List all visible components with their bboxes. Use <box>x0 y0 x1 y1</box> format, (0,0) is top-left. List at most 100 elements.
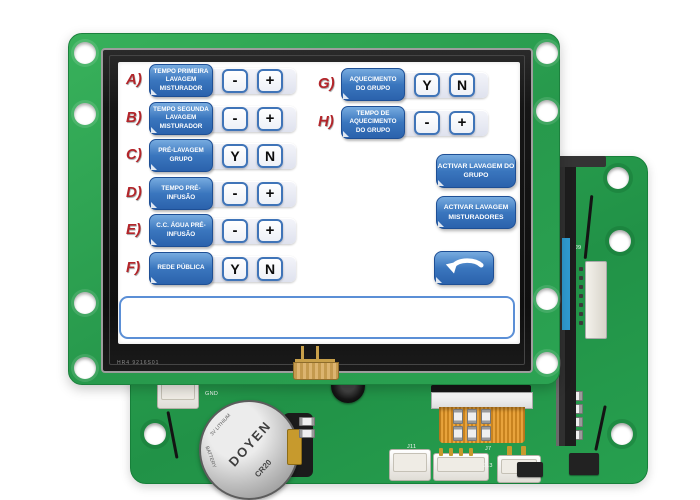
param-row-a: A) TEMPO PRIMEIRA LAVAGEM MISTURADOR - + <box>126 64 312 98</box>
smd-resistor <box>299 417 315 426</box>
front-pcb: HR4 9216S01 A) TEMPO PRIMEIRA LAVAGEM MI… <box>68 33 560 385</box>
header-pin <box>579 285 583 289</box>
param-row-h: H) TEMPO DE AQUECIMENTO DO GRUPO - + <box>318 106 504 140</box>
test-wire <box>594 405 607 451</box>
jst-connector-j7 <box>433 453 489 481</box>
param-label-chip: C.C. ÁGUA PRÉ-INFUSÃO <box>149 214 213 247</box>
smd-resistor <box>453 426 463 441</box>
plus-button[interactable]: + <box>449 111 475 135</box>
param-row-c: C) PRÉ-LAVAGEM GRUPO Y N <box>126 139 312 173</box>
row-letter: G) <box>318 75 335 92</box>
minus-button[interactable]: - <box>222 107 248 131</box>
plus-button[interactable]: + <box>257 107 283 131</box>
module-edge-backlight <box>562 238 570 330</box>
plus-button[interactable]: + <box>257 182 283 206</box>
connector-pin <box>459 448 463 456</box>
message-display-box <box>119 296 515 339</box>
mounting-hole <box>536 100 558 122</box>
mounting-hole <box>609 230 631 252</box>
row-letter: F) <box>126 259 141 276</box>
connector-pin <box>439 448 443 456</box>
back-button[interactable] <box>434 251 494 285</box>
smd-resistor <box>481 409 491 424</box>
yes-button[interactable]: Y <box>222 257 248 281</box>
bezel-code: HR4 9216S01 <box>117 360 160 366</box>
silkscreen-label-j7: J7 <box>485 446 492 452</box>
minus-button[interactable]: - <box>222 182 248 206</box>
minus-button[interactable]: - <box>222 69 248 93</box>
smd-ic <box>517 462 543 477</box>
param-label-chip: TEMPO SEGUNDA LAVAGEM MISTURADOR <box>149 102 213 135</box>
param-row-b: B) TEMPO SEGUNDA LAVAGEM MISTURADOR - + <box>126 102 312 136</box>
header-pin <box>579 312 583 316</box>
jst-connector-j11 <box>389 449 431 481</box>
silkscreen-gnd: GND <box>205 391 219 397</box>
param-row-d: D) TEMPO PRÉ-INFUSÃO - + <box>126 177 312 211</box>
mounting-hole <box>536 288 558 310</box>
mounting-hole <box>607 167 629 189</box>
battery-spec: 3V LITHIUM <box>209 412 233 438</box>
param-label-chip: TEMPO PRIMEIRA LAVAGEM MISTURADOR <box>149 64 213 97</box>
connector-pin <box>449 448 453 456</box>
lcd-display: A) TEMPO PRIMEIRA LAVAGEM MISTURADOR - +… <box>118 62 520 344</box>
yes-button[interactable]: Y <box>414 73 440 97</box>
connector-slot <box>437 457 485 472</box>
mounting-hole <box>74 42 96 64</box>
test-wire <box>583 195 593 259</box>
param-row-e: E) C.C. ÁGUA PRÉ-INFUSÃO - + <box>126 214 312 248</box>
smd-ic <box>569 453 599 475</box>
param-row-f: F) REDE PÚBLICA Y N <box>126 252 312 286</box>
param-label-chip: PRÉ-LAVAGEM GRUPO <box>149 139 213 172</box>
header-pin <box>579 321 583 325</box>
smd-resistor <box>467 426 477 441</box>
touch-trace <box>301 346 304 362</box>
header-pin <box>579 303 583 307</box>
coin-battery: 3V LITHIUM BATTERY DOYEN CR20 <box>199 400 299 500</box>
no-button[interactable]: N <box>257 144 283 168</box>
param-label-chip: REDE PÚBLICA <box>149 252 213 285</box>
fpc-connector-latch <box>431 385 531 393</box>
mounting-hole <box>536 352 558 374</box>
pin-header-j9 <box>585 261 607 339</box>
param-row-g: G) AQUECIMENTO DO GRUPO Y N <box>318 68 504 102</box>
battery-contact <box>287 429 302 465</box>
yes-button[interactable]: Y <box>222 144 248 168</box>
smd-resistor <box>453 409 463 424</box>
no-button[interactable]: N <box>449 73 475 97</box>
connector-slot <box>393 453 427 472</box>
row-letter: A) <box>126 71 142 88</box>
module-edge-frame <box>558 156 606 167</box>
header-pin <box>579 267 583 271</box>
touch-trace <box>295 359 335 362</box>
mounting-hole <box>144 423 166 445</box>
return-arrow-icon <box>445 258 484 274</box>
touch-fpc-tail <box>293 362 339 380</box>
header-pin <box>579 276 583 280</box>
no-button[interactable]: N <box>257 257 283 281</box>
silkscreen-label-j11: J11 <box>407 444 417 450</box>
row-letter: D) <box>126 184 142 201</box>
header-pin <box>579 294 583 298</box>
battery-spec: BATTERY <box>203 445 217 469</box>
plus-button[interactable]: + <box>257 69 283 93</box>
param-label-chip: TEMPO DE AQUECIMENTO DO GRUPO <box>341 106 405 139</box>
smd-resistor <box>467 409 477 424</box>
minus-button[interactable]: - <box>222 219 248 243</box>
battery-model: CR20 <box>253 457 274 480</box>
minus-button[interactable]: - <box>414 111 440 135</box>
touch-trace <box>316 346 319 362</box>
connector-pin <box>521 446 526 456</box>
row-letter: C) <box>126 146 142 163</box>
mounting-hole <box>611 423 633 445</box>
activate-mixers-wash-button[interactable]: ACTIVAR LAVAGEM MISTURADORES <box>436 196 516 229</box>
mounting-hole <box>536 42 558 64</box>
plus-button[interactable]: + <box>257 219 283 243</box>
smd-resistor <box>299 429 315 438</box>
param-label-chip: AQUECIMENTO DO GRUPO <box>341 68 405 101</box>
activate-group-wash-button[interactable]: ACTIVAR LAVAGEM DO GRUPO <box>436 154 516 188</box>
connector-pin <box>507 446 512 456</box>
test-wire <box>166 411 179 459</box>
smd-resistor <box>481 426 491 441</box>
silkscreen-label-j13: J13 <box>483 463 493 469</box>
row-letter: H) <box>318 113 334 130</box>
